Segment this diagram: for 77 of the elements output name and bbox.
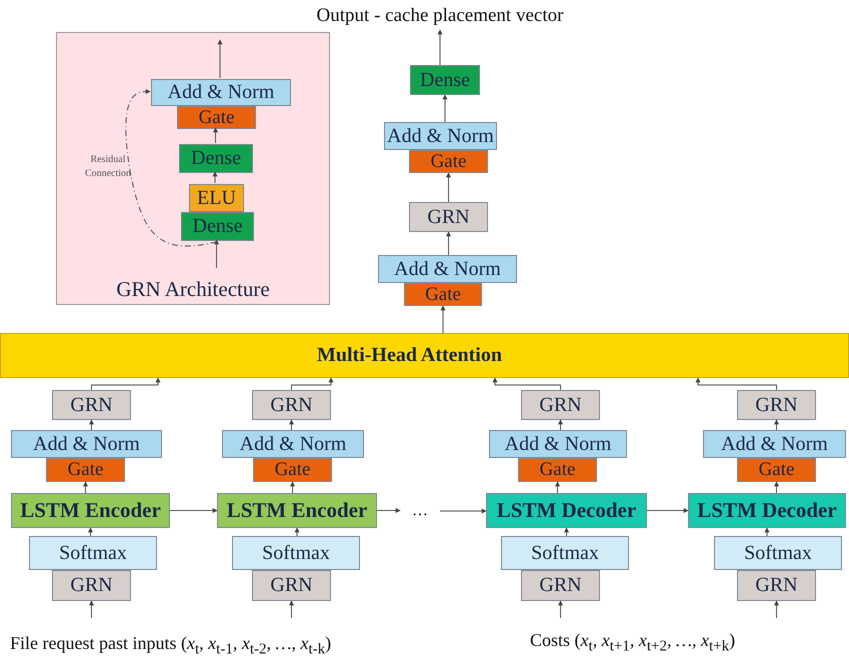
arrow — [555, 481, 560, 494]
dense-layer: Dense — [181, 212, 254, 241]
softmax-layer: Softmax — [501, 536, 629, 570]
grn-block: GRN — [252, 570, 331, 601]
add-norm-layer: Add & Norm — [151, 79, 291, 106]
arrow — [89, 600, 94, 618]
grn-block: GRN — [521, 570, 600, 601]
arrow — [212, 171, 218, 184]
annotation-text: Residual Connection — [84, 153, 132, 180]
arrow — [564, 527, 569, 536]
gate-layer: Gate — [404, 283, 482, 306]
gate-layer: Gate — [46, 458, 125, 482]
arrow — [218, 39, 222, 78]
arrow — [290, 481, 295, 494]
arrow — [492, 377, 561, 390]
grn-block: GRN — [52, 570, 131, 601]
add-norm-layer: Add & Norm — [384, 122, 497, 150]
add-norm-layer: Add & Norm — [378, 255, 517, 283]
panel-title: GRN Architecture — [116, 277, 270, 302]
ellipsis-text: … — [400, 498, 440, 524]
arrow — [696, 377, 777, 390]
arrow — [646, 508, 689, 513]
arrow — [376, 508, 401, 513]
arrow — [83, 481, 88, 494]
add-norm-layer: Add & Norm — [11, 430, 162, 458]
softmax-layer: Softmax — [714, 536, 842, 570]
multi-head-attention-bar: Multi-Head Attention — [0, 333, 849, 378]
softmax-layer: Softmax — [232, 536, 360, 570]
arrow — [442, 94, 448, 122]
grn-block: GRN — [737, 390, 816, 420]
residual-connection-arrow — [125, 89, 217, 247]
gate-layer: Gate — [253, 458, 332, 482]
arrow — [438, 29, 442, 66]
softmax-layer: Softmax — [29, 536, 157, 570]
output-label: Output - cache placement vector — [300, 2, 580, 30]
arrow — [440, 305, 446, 334]
arrow — [774, 419, 779, 430]
grn-block: GRN — [521, 390, 600, 420]
arrow — [558, 419, 563, 430]
arrow — [446, 231, 451, 256]
input-caption: Costs (x$_{t}$, x$_{t+1}$, x$_{t+2}$, …, x$_{t+k}$) — [530, 630, 736, 656]
grn-architecture-panel — [56, 32, 330, 305]
add-norm-layer: Add & Norm — [703, 430, 846, 458]
lstm-layer: LSTM Decoder — [486, 493, 647, 528]
arrow — [774, 481, 779, 494]
arrow — [213, 127, 218, 144]
arrow — [446, 172, 451, 202]
gate-layer: Gate — [409, 150, 488, 173]
arrow — [291, 377, 334, 390]
arrow — [294, 527, 300, 536]
add-norm-layer: Add & Norm — [222, 430, 364, 458]
grn-block: GRN — [52, 390, 131, 420]
arrow — [289, 600, 294, 618]
dense-layer: Dense — [410, 65, 480, 95]
elu-layer: ELU — [189, 184, 244, 212]
gate-layer: Gate — [518, 458, 597, 482]
lstm-layer: LSTM Encoder — [11, 493, 170, 528]
grn-block: GRN — [252, 390, 331, 420]
arrow — [88, 527, 93, 536]
arrow — [89, 419, 94, 430]
arrow — [440, 508, 487, 514]
gate-layer: Gate — [737, 458, 816, 482]
arrow — [774, 600, 779, 618]
add-norm-layer: Add & Norm — [489, 430, 627, 458]
arrow — [91, 377, 160, 390]
arrow — [170, 508, 218, 513]
gate-layer: Gate — [177, 106, 256, 129]
grn-block: GRN — [737, 570, 816, 601]
lstm-layer: LSTM Encoder — [217, 493, 377, 528]
lstm-layer: LSTM Decoder — [688, 493, 846, 528]
dense-layer: Dense — [179, 144, 253, 173]
grn-block: GRN — [409, 202, 488, 232]
arrow — [558, 600, 563, 618]
arrow — [289, 419, 294, 430]
arrow — [764, 527, 770, 536]
arrow — [214, 239, 219, 268]
input-caption: File request past inputs (x$_{t}$, x$_{t-1}$, x$_{t-2}$, …, x$_{t-k}$) — [10, 633, 332, 659]
